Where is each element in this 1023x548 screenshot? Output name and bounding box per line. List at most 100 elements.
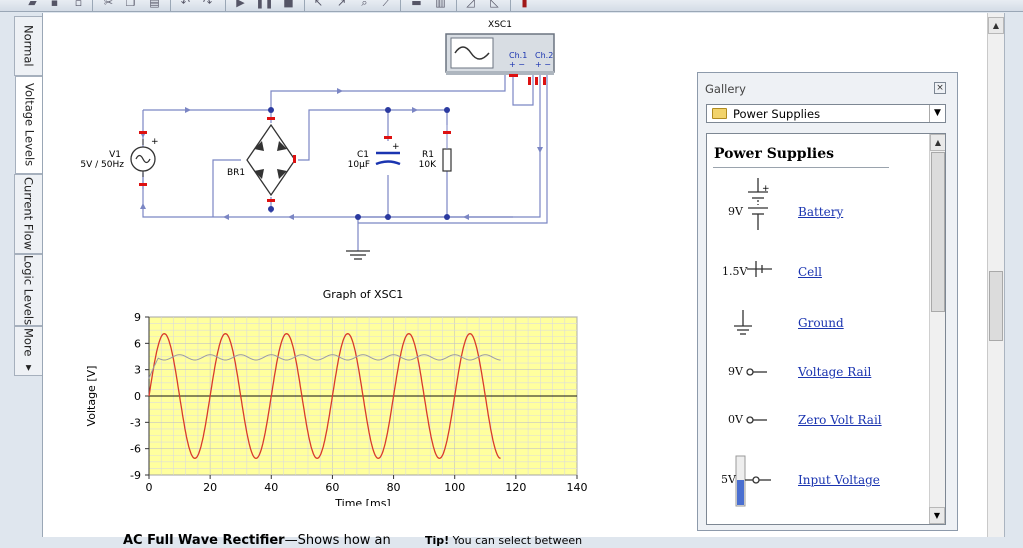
description-title: AC Full Wave Rectifier — [123, 533, 285, 548]
side-tabs: Normal Voltage Levels Current Flow Logic… — [14, 16, 43, 377]
toolbar-separator — [400, 0, 401, 11]
copy-icon[interactable]: ❐ — [125, 0, 136, 9]
book-icon[interactable]: ▮ — [521, 0, 528, 9]
voltage-rail-icon — [746, 368, 767, 376]
cell-icon — [747, 261, 772, 277]
gallery-scroll-down-button[interactable]: ▼ — [929, 507, 945, 524]
play-icon[interactable]: ▶ — [236, 0, 245, 9]
tab-normal[interactable]: Normal — [14, 16, 42, 76]
toolbar-separator — [456, 0, 457, 11]
tip: Tip! You can select between — [425, 534, 582, 547]
stop-icon[interactable]: ■ — [283, 0, 294, 9]
circuit-wires — [142, 75, 548, 251]
gallery-panel: Gallery × Power Supplies ▼ Power Supplie… — [697, 72, 958, 531]
battery-icon — [748, 178, 768, 230]
undo-icon[interactable]: ↶ — [180, 0, 191, 9]
cut-icon[interactable]: ✂ — [103, 0, 114, 9]
zero-volt-rail-link[interactable]: Zero Volt Rail — [798, 413, 882, 427]
probe-icon[interactable]: ↗ — [336, 0, 347, 9]
gallery-category-select[interactable]: Power Supplies ▼ — [706, 104, 946, 123]
chip-icon[interactable]: ▬ — [411, 0, 422, 9]
v1-plus: + — [151, 137, 159, 147]
print-icon[interactable]: ▫ — [74, 0, 83, 9]
paste-icon[interactable]: ▤ — [149, 0, 160, 9]
tab-label: Current Flow — [21, 177, 36, 251]
redo-icon[interactable]: ↷ — [202, 0, 213, 9]
scroll-thumb[interactable] — [989, 271, 1003, 341]
c1-plus: + — [392, 142, 400, 152]
cell-link[interactable]: Cell — [798, 265, 822, 279]
tab-more[interactable]: More ▾ — [14, 326, 42, 376]
ground-symbol — [346, 250, 370, 260]
chart-ylabel: Voltage [V] — [85, 366, 98, 427]
resistor-r1[interactable] — [442, 125, 452, 172]
gallery-content: Power Supplies + — [706, 133, 946, 525]
r1-name: R1 — [422, 150, 434, 160]
toolbar-separator — [225, 0, 226, 11]
gallery-scroll-up-button[interactable]: ▲ — [930, 134, 945, 151]
pointer-icon[interactable]: ↖ — [313, 0, 324, 9]
gallery-title: Gallery — [705, 82, 746, 96]
right-frame — [1004, 13, 1023, 537]
x-tick-label: 40 — [264, 481, 278, 494]
tab-label: More ▾ — [21, 327, 36, 375]
tab-current-flow[interactable]: Current Flow — [14, 174, 42, 254]
tip-text: You can select between — [449, 534, 583, 547]
scope-ch2-pm: + − — [535, 60, 551, 69]
toolbar-separator — [510, 0, 511, 11]
c1-name: C1 — [357, 150, 369, 160]
chevron-down-icon[interactable]: ▼ — [929, 105, 945, 122]
scroll-up-button[interactable]: ▲ — [988, 17, 1004, 34]
scope-ch2-label: Ch.2 — [535, 51, 553, 60]
description-text: —Shows how an — [284, 533, 391, 548]
ground-link[interactable]: Ground — [798, 316, 844, 330]
scope-ch1-pm: + − — [509, 60, 525, 69]
series-line-1 — [148, 333, 501, 459]
y-tick-label: -9 — [130, 469, 141, 482]
current-arrows — [140, 88, 543, 220]
chart-title: Graph of XSC1 — [323, 288, 404, 301]
gallery-scroll-thumb[interactable] — [931, 152, 945, 312]
pause-icon[interactable]: ❚❚ — [255, 0, 274, 9]
voltage-rail-label: 9V — [728, 365, 743, 378]
y-tick-label: 6 — [134, 337, 141, 350]
x-tick-label: 100 — [444, 481, 465, 494]
input-voltage-label: 5V — [721, 473, 736, 486]
grid-icon[interactable]: ◿ — [466, 0, 475, 9]
scope-terminals — [509, 74, 546, 85]
v1-name: V1 — [109, 150, 121, 160]
zoom-icon[interactable]: ⌕ — [361, 0, 368, 9]
scope-ch1-label: Ch.1 — [509, 51, 527, 60]
y-tick-label: 3 — [134, 364, 141, 377]
battery-link[interactable]: Battery — [798, 205, 844, 219]
battery-voltage-label: 9V — [728, 205, 743, 218]
capacitor-c1[interactable] — [375, 136, 401, 166]
graph-icon[interactable]: ▥ — [435, 0, 446, 9]
br1-label: BR1 — [227, 168, 245, 178]
oscilloscope-xsc1[interactable] — [445, 33, 555, 75]
toolbar-separator — [304, 0, 305, 11]
input-voltage-link[interactable]: Input Voltage — [798, 473, 880, 487]
align-icon[interactable]: ◺ — [490, 0, 499, 9]
voltage-rail-link[interactable]: Voltage Rail — [798, 365, 872, 379]
tab-logic-levels[interactable]: Logic Levels — [14, 254, 42, 326]
gallery-scrollbar[interactable]: ▲ — [929, 134, 945, 524]
description: AC Full Wave Rectifier—Shows how an — [123, 533, 391, 548]
wire-icon[interactable]: ⟋ — [382, 0, 391, 9]
open-icon[interactable]: ▰ — [28, 0, 37, 9]
toolbar-separator — [92, 0, 93, 11]
x-tick-label: 140 — [567, 481, 588, 494]
x-tick-label: 120 — [505, 481, 526, 494]
gallery-symbols: + — [734, 178, 772, 507]
save-icon[interactable]: ▪ — [50, 0, 59, 9]
ground-icon — [734, 310, 752, 335]
tab-voltage-levels[interactable]: Voltage Levels — [15, 76, 43, 174]
bridge-rectifier-br1[interactable] — [246, 117, 296, 202]
y-tick-label: 0 — [134, 390, 141, 403]
main-scrollbar[interactable]: ▲ — [987, 13, 1004, 537]
voltage-source-v1[interactable] — [130, 131, 156, 186]
gallery-close-button[interactable]: × — [934, 82, 946, 94]
x-tick-label: 20 — [203, 481, 217, 494]
v1-value: 5V / 50Hz — [80, 160, 124, 170]
